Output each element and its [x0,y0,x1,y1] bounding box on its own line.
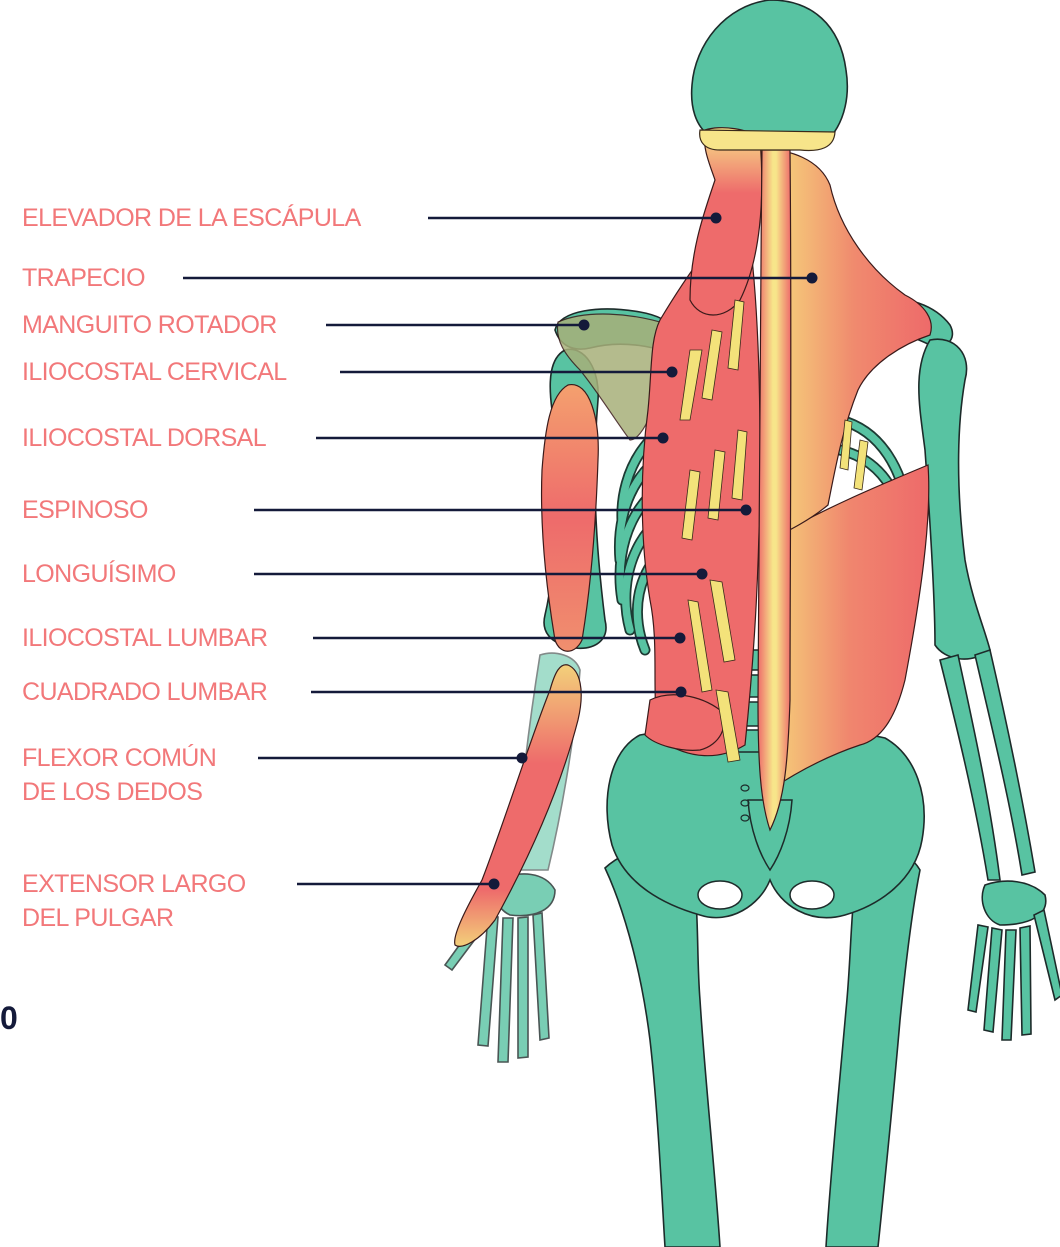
label-trapecio: TRAPECIO [22,261,145,295]
label-extensor-line1: EXTENSOR LARGO [22,867,246,901]
label-iliocostal-dorsal: ILIOCOSTAL DORSAL [22,421,266,455]
label-cuadrado-lumbar: CUADRADO LUMBAR [22,675,267,709]
skull [692,0,848,138]
leader-dot-manguito [579,320,590,331]
label-flexor-line1: FLEXOR COMÚN [22,741,216,775]
leader-dot-longuisimo [697,569,708,580]
label-extensor-largo: EXTENSOR LARGO DEL PULGAR [22,867,246,935]
leader-dot-ilio-cervical [667,367,678,378]
spinal-column-strip [758,150,791,830]
page-number: 0 [0,1000,18,1037]
label-extensor-line2: DEL PULGAR [22,901,246,935]
right-hand-bones [968,881,1060,1040]
label-flexor-line2: DE LOS DEDOS [22,775,216,809]
label-longuisimo: LONGUÍSIMO [22,557,176,591]
right-humerus [919,339,990,659]
label-manguito-rotador: MANGUITO ROTADOR [22,308,277,342]
label-espinoso: ESPINOSO [22,493,148,527]
leader-dot-trapecio [807,273,818,284]
label-iliocostal-lumbar: ILIOCOSTAL LUMBAR [22,621,267,655]
leader-dot-flexor [517,753,528,764]
label-iliocostal-cervical: ILIOCOSTAL CERVICAL [22,355,287,389]
label-elevador-escapula: ELEVADOR DE LA ESCÁPULA [22,201,361,235]
leader-dot-ilio-dorsal [658,433,669,444]
leader-dot-cuadrado [676,687,687,698]
obturator-right [790,881,834,909]
label-flexor-comun: FLEXOR COMÚN DE LOS DEDOS [22,741,216,809]
leader-dot-extensor [489,879,500,890]
obturator-left [698,881,742,909]
leader-dot-ilio-lumbar [675,633,686,644]
leader-dot-elevador [711,213,722,224]
leader-dot-espinoso [741,505,752,516]
occipital-attachment [700,130,835,150]
